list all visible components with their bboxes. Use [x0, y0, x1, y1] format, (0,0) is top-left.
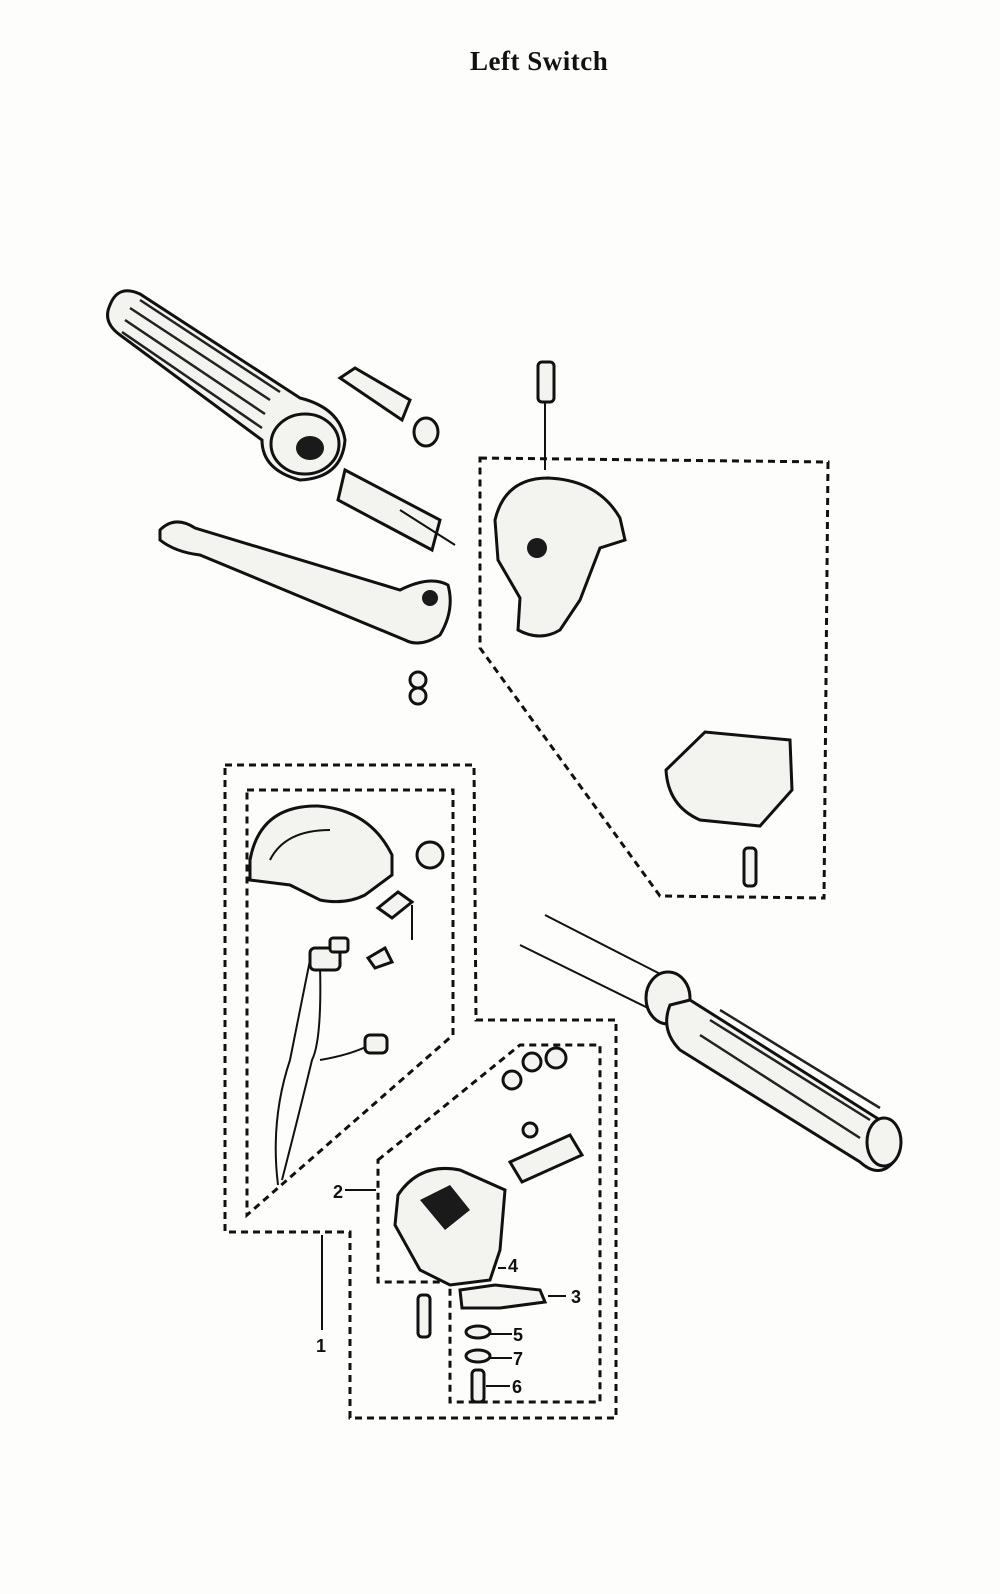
- callout-1: 1: [316, 1336, 326, 1356]
- wiring-harness: [274, 936, 395, 1186]
- left-grip: [106, 289, 347, 482]
- callout-7: 7: [513, 1349, 523, 1369]
- callout-3: 3: [571, 1287, 581, 1307]
- switch-housing-upper: [248, 804, 394, 904]
- switch-small-parts: [416, 1046, 585, 1404]
- switch-assembly-group-outline-outer: [223, 763, 618, 1420]
- throttle-sleeve: [336, 467, 456, 553]
- switch-assembly-group-outline-inner-right: [376, 1043, 602, 1404]
- handlebar-and-right-grip: [519, 914, 903, 1172]
- clutch-lever: [158, 520, 452, 706]
- switch-body: [393, 1166, 548, 1310]
- cable-clip: [337, 366, 440, 448]
- lever-bracket-housing: [493, 360, 627, 638]
- callout-leaders: [321, 1189, 566, 1387]
- callout-4: 4: [508, 1256, 518, 1276]
- switch-knob-and-spring: [375, 840, 445, 940]
- switch-assembly-group-outline-inner-left: [245, 788, 455, 1219]
- upper-housing-group-outline: [478, 456, 830, 900]
- callout-6: 6: [512, 1377, 522, 1397]
- callout-5: 5: [513, 1325, 523, 1345]
- page-title: Left Switch: [470, 46, 609, 76]
- callout-2: 2: [333, 1182, 343, 1202]
- lower-bracket-clamp: [664, 730, 794, 888]
